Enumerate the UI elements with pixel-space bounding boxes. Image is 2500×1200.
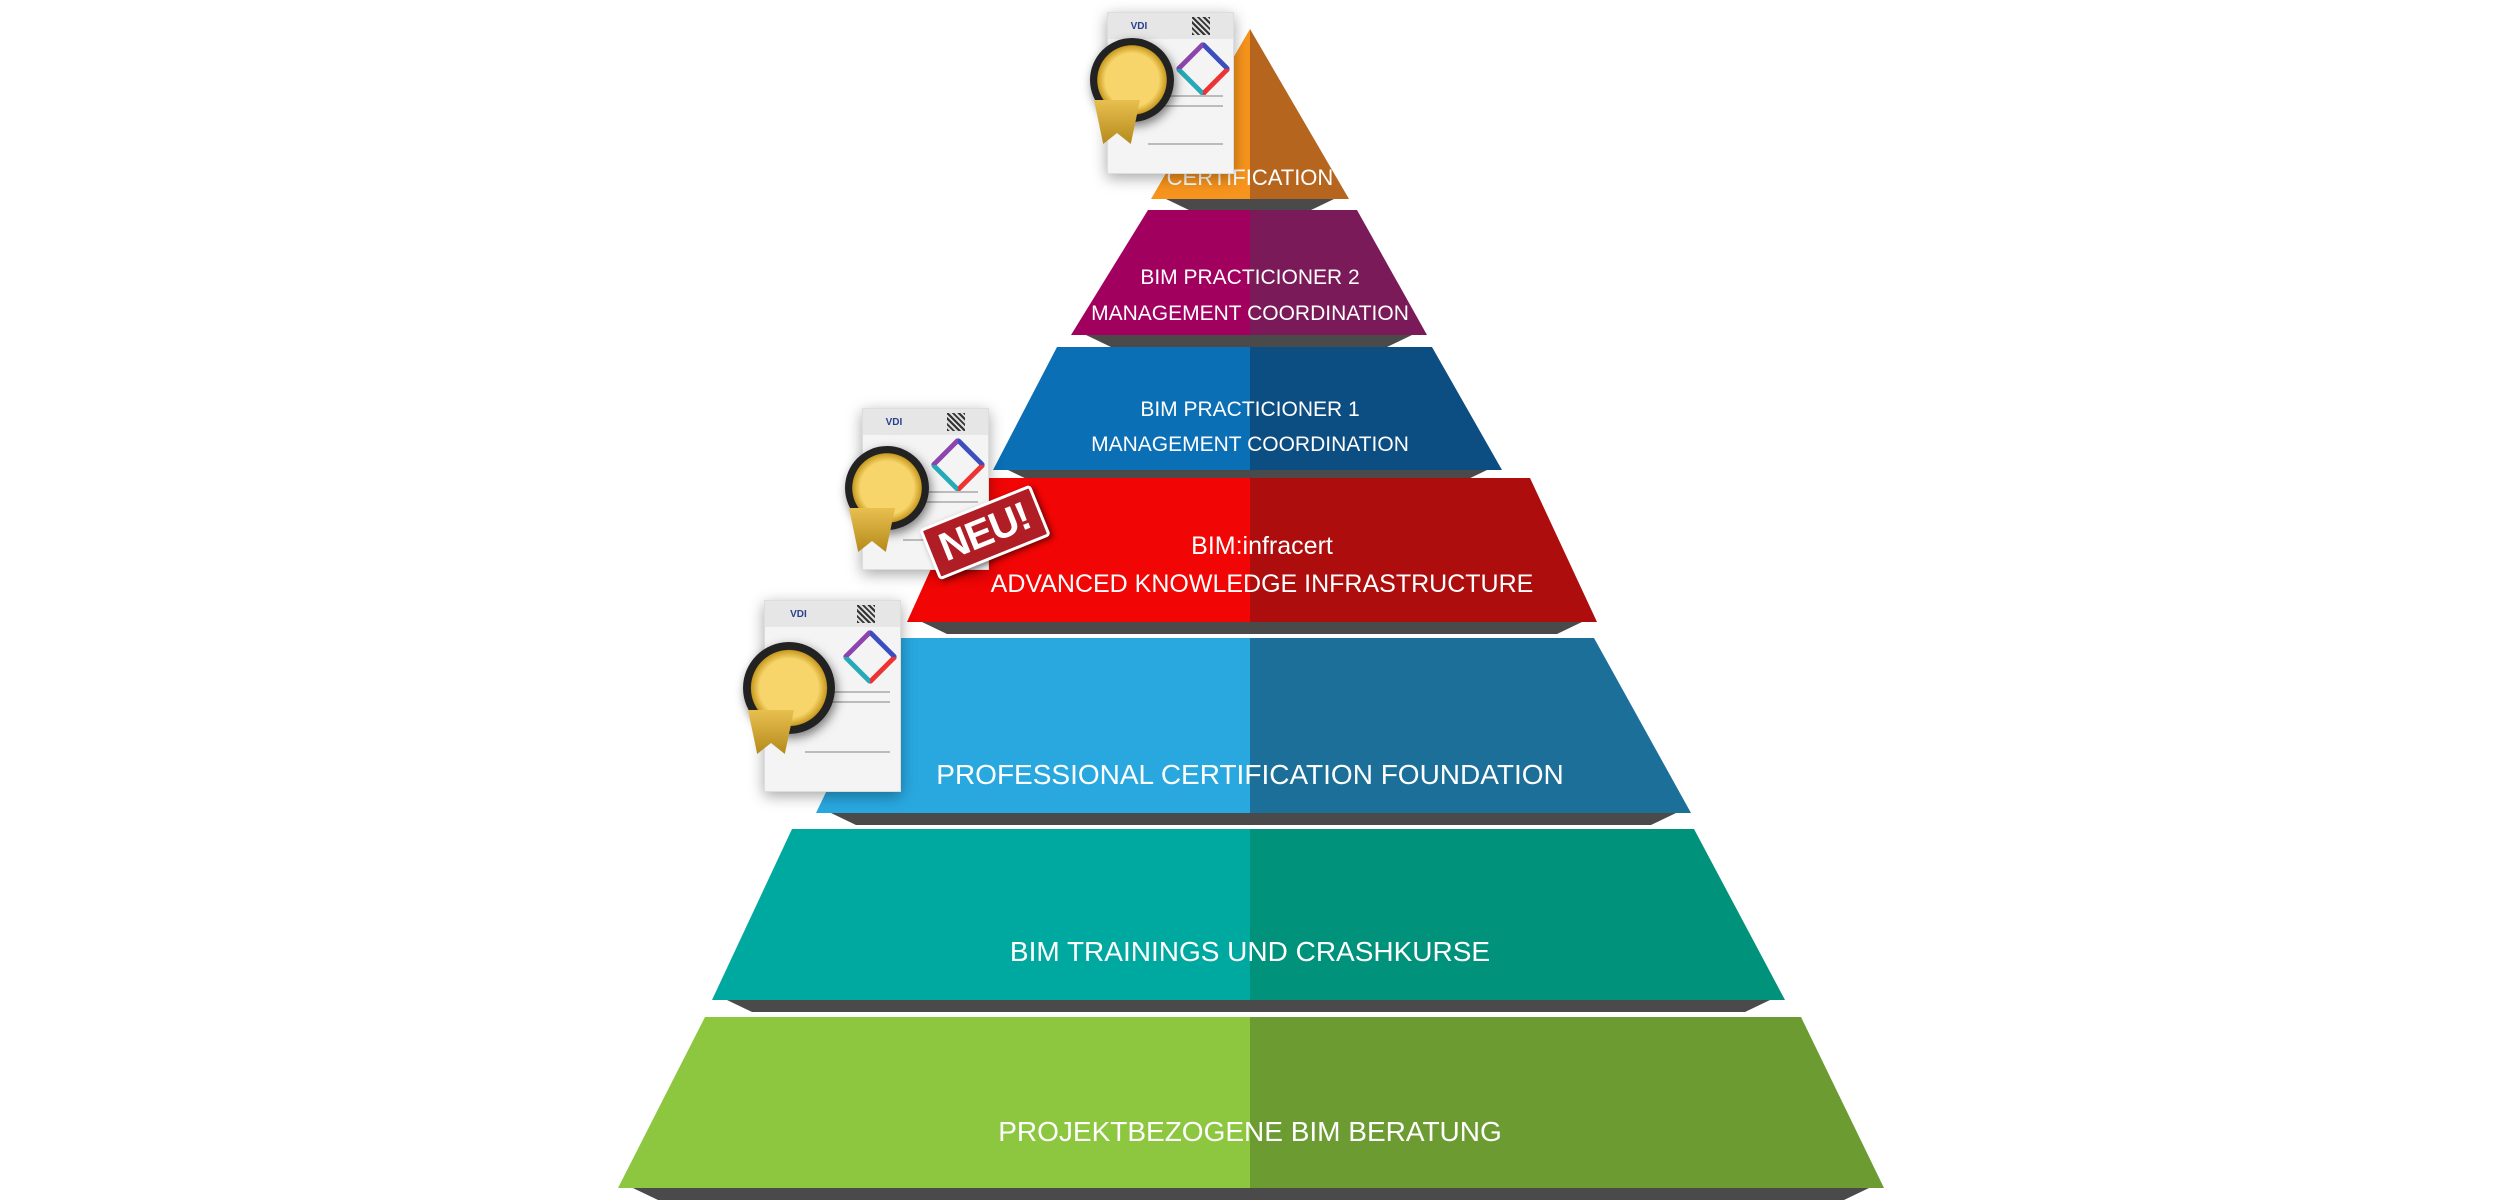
tier-trainings-label: BIM TRAININGS UND CRASHKURSE [1010,936,1490,967]
tier-trainings-left [712,829,1250,1000]
tier-shadow [727,1000,1770,1012]
tier-beratung-right [1250,1017,1884,1188]
certificate-brand: VDI [885,416,903,428]
certificate-brand: VDI [790,608,807,620]
tier-practicioner2-left [1071,210,1250,335]
tier-practicioner2-right [1250,210,1427,335]
tier-certification-right [1250,29,1349,199]
certificate-brand: VDI [1130,20,1148,32]
buildingsmart-logo-icon [1174,40,1232,98]
qr-code-icon [1192,17,1211,35]
tier-shadow [922,622,1582,634]
tier-trainings-right [1250,829,1785,1000]
tier-practicioner2-label-2: MANAGEMENT COORDINATION [1091,302,1409,325]
qr-code-icon [856,605,875,623]
tier-practicioner2-label-1: BIM PRACTICIONER 2 [1140,266,1359,289]
tier-practicioner1-right [1250,347,1502,470]
tier-infracert-right [1250,478,1597,622]
buildingsmart-logo-icon [841,628,899,686]
tier-foundation-left [816,638,1250,813]
tier-shadow [633,1188,1869,1200]
tier-beratung-left [618,1017,1250,1188]
tier-shadow [1166,199,1334,211]
tier-shadow [1086,335,1412,347]
buildingsmart-logo-icon [929,436,987,494]
tier-infracert-label-1: BIM:infracert [1191,532,1333,560]
tier-foundation-right [1250,638,1691,813]
tier-shadow [831,813,1676,825]
tier-foundation-label: PROFESSIONAL CERTIFICATION FOUNDATION [936,759,1563,790]
tier-practicioner1-label-1: BIM PRACTICIONER 1 [1140,398,1359,421]
tier-infracert-label-2: ADVANCED KNOWLEDGE INFRASTRUCTURE [991,570,1534,598]
tier-beratung-label: PROJEKTBEZOGENE BIM BERATUNG [998,1116,1502,1147]
qr-code-icon [947,413,966,431]
tier-practicioner1-left [993,347,1250,470]
tier-practicioner1-label-2: MANAGEMENT COORDINATION [1091,433,1409,456]
